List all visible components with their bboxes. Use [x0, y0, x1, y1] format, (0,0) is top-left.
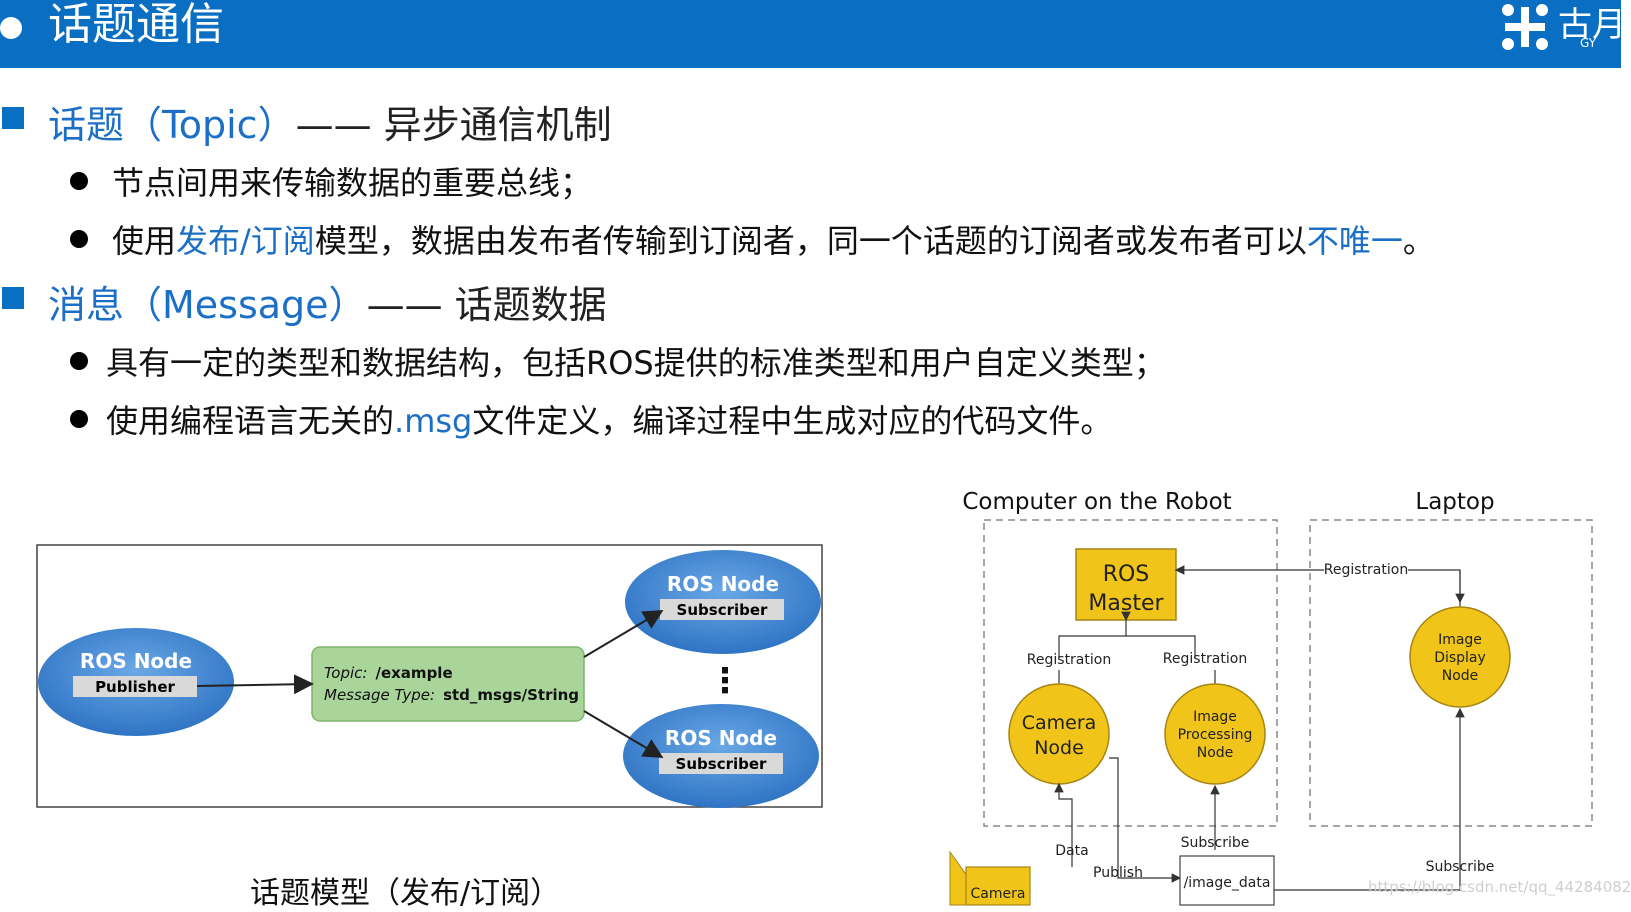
message-heading: 消息（Message）—— 话题数据	[0, 274, 700, 327]
subscriber-tag-1	[660, 599, 784, 620]
message-bullet-2: 使用编程语言无关的.msg文件定义，编译过程中生成对应的代码文件。	[106, 402, 1113, 440]
square-bullet	[2, 287, 24, 309]
image-processing-line3: Node	[1197, 745, 1234, 761]
pubsub-term: 发布/订阅	[176, 222, 315, 260]
registration-label-3: Registration	[1324, 562, 1408, 578]
header-bar: 话题通信 古月 GY	[0, 0, 1626, 68]
ros-master-line2: Master	[1088, 591, 1164, 616]
robot-group-label: Computer on the Robot	[962, 489, 1231, 515]
publish-label: Publish	[1093, 865, 1143, 881]
msgtype-label: Message Type:	[324, 686, 435, 704]
not-unique-term: 不唯一	[1306, 222, 1403, 260]
svg-text:Topic:/example: Topic: /example	[324, 664, 453, 682]
pubsub-diagram: ROS Node Publisher Topic: /example Messag…	[36, 544, 823, 808]
topic-heading: 话题（Topic）—— 异步通信机制	[0, 94, 700, 147]
more-subscribers-ellipsis: ⋮	[708, 661, 742, 701]
page-title: 话题通信	[48, 0, 224, 50]
camera-node-line1: Camera	[1022, 712, 1097, 734]
data-label: Data	[1055, 843, 1088, 859]
ros-master-line1: ROS	[1103, 562, 1150, 587]
publisher-node-title: ROS Node	[80, 649, 192, 673]
subscribe-arrow-1	[583, 609, 664, 658]
message-heading-term: 消息（Message）	[48, 283, 367, 327]
bullet-dot	[70, 172, 88, 190]
topic-heading-term: 话题（Topic）	[48, 103, 296, 147]
subscribe-arrow-2	[583, 710, 664, 759]
camera-device-box	[965, 866, 1031, 906]
bullet-dot	[70, 410, 88, 428]
msgtype-value: std_msgs/String	[443, 686, 579, 704]
subscriber-label-2: Subscriber	[676, 755, 767, 773]
logo-subtext: GY	[1580, 36, 1597, 50]
logo-text: 古月	[1558, 5, 1626, 45]
laptop-group-label: Laptop	[1415, 489, 1494, 515]
image-data-topic-label: /image_data	[1184, 875, 1271, 891]
registration-label-2: Registration	[1163, 651, 1247, 667]
bullet-dot	[70, 352, 88, 370]
topic-heading-desc: —— 异步通信机制	[295, 103, 612, 147]
brand-logo: 古月	[1502, 4, 1626, 50]
image-data-topic-box	[1179, 855, 1275, 906]
camera-device-label: Camera	[971, 886, 1026, 902]
image-display-node	[1409, 606, 1511, 708]
publisher-tag	[73, 676, 197, 697]
message-heading-desc: —— 话题数据	[366, 283, 607, 327]
camera-node	[1008, 683, 1110, 785]
camera-node-line2: Node	[1034, 737, 1084, 759]
image-display-line2: Display	[1434, 650, 1486, 666]
subscriber-node-1-title: ROS Node	[667, 572, 779, 596]
ros-master-box	[1075, 548, 1177, 621]
topic-box	[311, 646, 585, 722]
subscriber-label-1: Subscriber	[677, 601, 768, 619]
topic-bullet-2: 使用发布/订阅模型，数据由发布者传输到订阅者，同一个话题的订阅者或发布者可以不唯…	[112, 222, 1435, 260]
ros-architecture-diagram: Computer on the Robot Laptop ROS Master …	[949, 489, 1593, 906]
square-bullet	[2, 107, 24, 129]
image-display-line1: Image	[1438, 632, 1482, 648]
diagram-caption: 话题模型（发布/订阅）	[250, 876, 561, 911]
robot-group-box	[983, 519, 1278, 827]
svg-text:Message Type:std_msgs/String: Message Type: std_msgs/String	[324, 686, 579, 704]
topic-label: Topic:	[324, 664, 367, 682]
publish-arrow	[196, 674, 314, 695]
image-processing-line2: Processing	[1178, 727, 1253, 743]
publisher-label: Publisher	[95, 678, 175, 696]
watermark: https://blog.csdn.net/qq_44284082	[1368, 878, 1631, 896]
image-processing-line1: Image	[1193, 709, 1237, 725]
msg-extension-term: .msg	[394, 402, 473, 440]
image-processing-node	[1164, 683, 1266, 785]
subscribe-label-1: Subscribe	[1181, 835, 1250, 851]
topic-bullet-1: 节点间用来传输数据的重要总线；	[112, 164, 593, 202]
header-bullet	[0, 17, 22, 39]
laptop-group-box	[1309, 519, 1593, 827]
topic-value: /example	[375, 664, 452, 682]
message-bullet-1: 具有一定的类型和数据结构，包括ROS提供的标准类型和用户自定义类型；	[106, 344, 1166, 382]
subscriber-tag-2	[659, 753, 783, 774]
registration-label-1: Registration	[1027, 652, 1111, 668]
image-display-line3: Node	[1442, 668, 1479, 684]
subscriber-node-2-title: ROS Node	[665, 726, 777, 750]
subscribe-label-2: Subscribe	[1426, 859, 1495, 875]
bullet-dot	[70, 230, 88, 248]
